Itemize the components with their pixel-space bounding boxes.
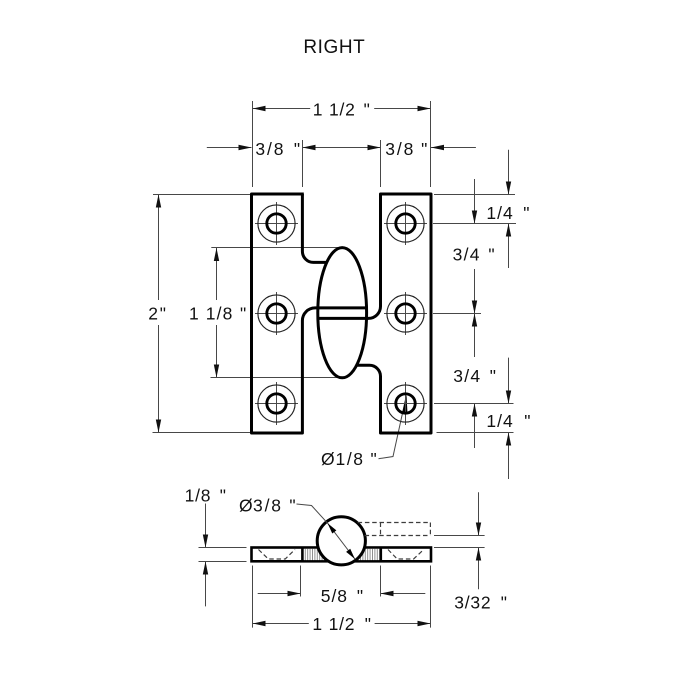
svg-text:1/4: 1/4 [486,411,513,431]
svg-text:3/4: 3/4 [453,244,481,264]
svg-text:": " [501,592,507,612]
svg-text:2: 2 [148,303,158,323]
svg-text:": " [364,99,370,119]
svg-text:": " [488,244,494,264]
svg-text:": " [524,411,530,431]
svg-text:1/4: 1/4 [486,203,513,223]
svg-text:1 1/2: 1 1/2 [312,614,355,634]
svg-text:": " [421,139,427,159]
svg-text:1 1/8: 1 1/8 [189,303,233,323]
svg-text:3/8: 3/8 [253,496,283,516]
svg-text:": " [240,303,246,323]
svg-text:": " [490,366,496,386]
svg-text:3/32: 3/32 [454,592,491,612]
svg-text:5/8: 5/8 [321,586,348,606]
svg-text:": " [289,496,295,516]
svg-text:1 1/2: 1 1/2 [313,99,356,119]
svg-text:": " [220,486,226,506]
svg-text:Ø: Ø [321,449,335,469]
svg-text:Ø: Ø [239,496,253,516]
svg-text:": " [160,303,166,323]
svg-text:": " [523,203,529,223]
svg-text:": " [365,614,371,634]
svg-text:": " [357,586,363,606]
svg-text:RIGHT: RIGHT [303,37,365,58]
svg-text:1/8: 1/8 [336,449,365,469]
svg-text:3/8: 3/8 [255,139,285,159]
svg-text:1/8: 1/8 [185,486,212,506]
svg-text:": " [371,449,377,469]
svg-text:3/8: 3/8 [385,139,415,159]
svg-text:": " [294,139,300,159]
svg-text:3/4: 3/4 [453,366,481,386]
